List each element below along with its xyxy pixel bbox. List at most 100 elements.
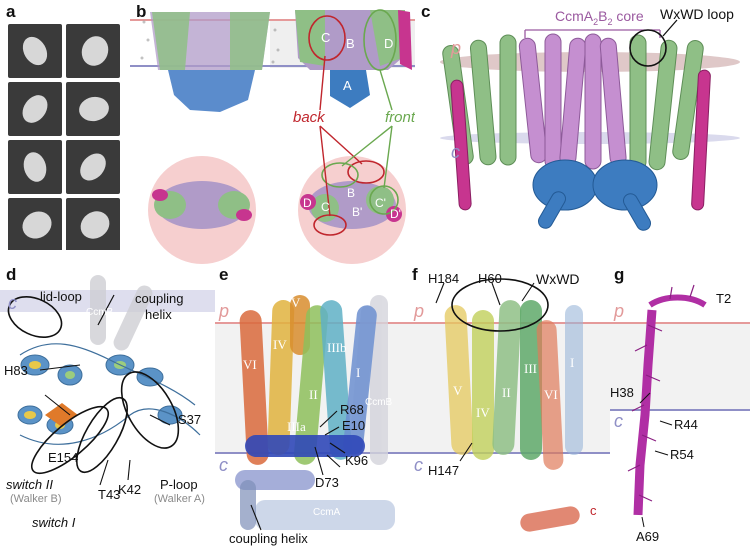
panel-c-graphics: [440, 19, 740, 231]
panel-f: f p c H184 H60 WxWD V IV II III VI I H14…: [410, 265, 610, 550]
switch-ii-label: switch II: [6, 477, 53, 492]
subunit-d-prime-label: D': [390, 207, 401, 221]
panel-e-ccmb: CcmB: [365, 397, 393, 408]
subunit-a-label: A: [343, 78, 352, 93]
f-helix-iv-label: IV: [476, 405, 490, 420]
panel-e-membrane-c: c: [219, 455, 228, 475]
core-label-prefix: CcmA: [555, 8, 594, 24]
panel-f-graphics: [410, 278, 610, 532]
panel-g-graphics: [610, 284, 750, 528]
e154-label: E154: [48, 450, 79, 465]
coupling-helix-bottom-label: coupling helix: [229, 531, 308, 546]
wxwd-label: WxWD: [536, 271, 580, 287]
a69-label: A69: [636, 529, 660, 544]
panel-f-membrane-c: c: [414, 455, 423, 475]
subunit-d-label: D: [384, 36, 394, 51]
panel-e-membrane-p: p: [219, 301, 230, 321]
subunit-c-label: C: [321, 30, 331, 45]
subunit-b-label: B: [346, 36, 355, 51]
core-label-mid: B: [598, 8, 608, 24]
c-terminus-label: c: [590, 503, 597, 518]
front-label: front: [385, 109, 415, 126]
r54-label: R54: [670, 447, 694, 462]
panel-f-label: f: [412, 265, 418, 284]
f-helix-v-label: V: [453, 383, 463, 398]
h60-label: H60: [478, 271, 502, 286]
class-average-6: [66, 140, 120, 194]
t2-label: T2: [716, 291, 732, 306]
coupling-helix-label-1: coupling: [135, 291, 184, 306]
core-label-suffix: core: [612, 8, 644, 24]
lid-loop-label: lid-loop: [40, 289, 82, 304]
panel-g-membrane-p: p: [614, 301, 625, 321]
helix-ii-label: II: [309, 387, 318, 402]
panel-a-label: a: [6, 2, 16, 21]
panel-b-graphics: [130, 9, 415, 264]
panel-a: a: [0, 0, 130, 250]
panel-e-graphics: [215, 295, 410, 531]
coupling-helix-label-2: helix: [145, 307, 172, 322]
f-helix-ii-label: II: [502, 385, 511, 400]
core-label: CcmA2B2 core: [555, 8, 644, 27]
core-label-sub1: 2: [593, 16, 599, 27]
panel-c-membrane-p: p: [451, 38, 462, 58]
helix-vi-label: VI: [243, 357, 257, 372]
helix-i-label: I: [356, 365, 361, 380]
subunit-b-top-label: B: [347, 186, 356, 200]
panel-c: c p c CcmA2B2 core WxWD loop: [415, 0, 750, 265]
r44-label: R44: [674, 417, 698, 432]
subunit-c-prime-label: C': [375, 196, 386, 210]
core-label-sub2: 2: [607, 16, 613, 27]
k42-label: K42: [118, 482, 142, 497]
panel-f-membrane-p: p: [414, 301, 425, 321]
class-average-5: [8, 140, 62, 194]
h38-label: H38: [610, 385, 634, 400]
s37-label: S37: [178, 412, 202, 427]
panel-d-membrane-c: c: [8, 293, 17, 313]
f-helix-iii-label: III: [524, 361, 537, 376]
t43-label: T43: [98, 487, 121, 502]
panel-g-label: g: [614, 265, 625, 284]
panel-g-membrane-c: c: [614, 411, 623, 431]
panel-c-membrane-c: c: [451, 142, 460, 162]
panel-d-label: d: [6, 265, 17, 284]
p-loop-label: P-loop: [160, 477, 198, 492]
helix-iv-label: IV: [273, 337, 287, 352]
back-label: back: [293, 109, 325, 126]
f-helix-vi-label: VI: [544, 387, 558, 402]
class-average-7: [8, 198, 62, 250]
class-average-8: [66, 198, 120, 250]
e10-label: E10: [342, 418, 366, 433]
panel-d: d c CcmB lid-loop coupling helix H83 E15…: [0, 265, 215, 550]
class-average-2: [66, 24, 120, 78]
walker-a-label: (Walker A): [154, 493, 205, 505]
panel-g: g p c T2 H38 R44 R54 A69: [610, 265, 750, 550]
panel-b-label: b: [136, 2, 147, 21]
h83-label: H83: [4, 363, 28, 378]
r68-label: R68: [340, 402, 364, 417]
switch-i-label: switch I: [32, 515, 76, 530]
panel-b: b C B D A back front D C B B' C' D': [130, 0, 415, 265]
panel-c-label: c: [421, 2, 431, 21]
panel-e-label: e: [219, 265, 229, 284]
helix-v-label: V: [291, 295, 301, 310]
panel-e-ccma: CcmA: [313, 507, 341, 518]
k96-label: K96: [345, 453, 369, 468]
panel-d-graphics: [0, 275, 215, 486]
wxwd-loop-label: WxWD loop: [660, 6, 734, 22]
f-helix-i-label: I: [570, 355, 575, 370]
d73-label: D73: [315, 475, 339, 490]
subunit-b-prime-label: B': [352, 205, 363, 219]
h147-label: H147: [428, 463, 460, 478]
h184-label: H184: [428, 271, 460, 286]
class-average-4: [66, 82, 120, 136]
panel-e: e p c V VI IV IIIb I II IIIa CcmB R68 E1…: [215, 265, 410, 550]
walker-b-label: (Walker B): [10, 493, 62, 505]
panel-d-ccmb: CcmB: [86, 307, 114, 318]
helix-iiia-label: IIIa: [287, 419, 306, 434]
class-average-3: [8, 82, 62, 136]
subunit-c-top-label: C: [321, 200, 330, 214]
helix-iiib-label: IIIb: [327, 340, 347, 355]
subunit-d-top-label: D: [303, 196, 312, 210]
class-average-1: [8, 24, 62, 78]
